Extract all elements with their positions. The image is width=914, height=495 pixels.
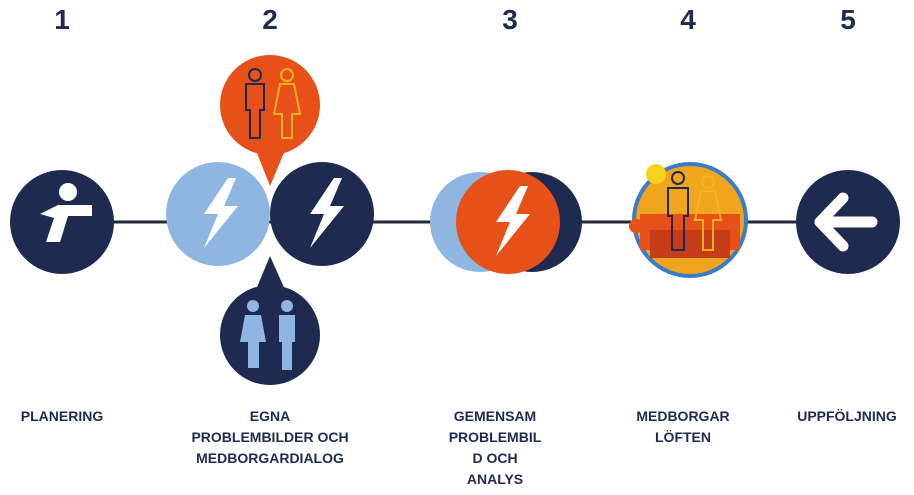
person-running-icon [40,183,92,242]
community-people-icon [629,164,740,258]
step-1-label: PLANERING [2,406,122,427]
step-5-number: 5 [840,4,856,35]
step-2-label-line: MEDBORGARDIALOG [196,450,344,466]
step-3-label: GEMENSAM PROBLEMBIL D OCH ANALYS [440,406,550,490]
step-3-label-line: GEMENSAM [453,408,537,424]
step-1-node [10,170,114,274]
lightning-icon [496,186,530,256]
lightning-icon [204,178,238,248]
step-3-node [430,170,582,274]
step-5-node [796,170,900,274]
step-4-label: MEDBORGAR LÖFTEN [628,406,738,448]
people-bubble-icon [245,68,302,139]
step-5-label-line: UPPFÖLJNING [797,408,897,424]
step-2-label: EGNA PROBLEMBILDER OCH MEDBORGARDIALOG [170,406,370,469]
people-bubble-bottom [220,256,320,385]
step-4-label-line: MEDBORGAR [636,408,730,424]
step-3-label-line: ANALYS [466,471,524,487]
step-1-number: 1 [54,4,70,35]
step-3-number: 3 [502,4,518,35]
step-2-number: 2 [262,4,278,35]
people-bubble-icon [240,300,295,370]
step-2-label-line: PROBLEMBILDER OCH [191,429,349,445]
arrow-left-icon [814,192,878,252]
lightning-icon [310,178,344,248]
step-3-label-line: D OCH [472,450,518,466]
step-4-number: 4 [680,4,696,35]
step-3-label-line: PROBLEMBIL [448,429,542,445]
step-4-label-line: LÖFTEN [655,429,711,445]
step-4-node [629,162,748,278]
people-bubble-top [220,55,320,186]
step-2-node [166,55,374,385]
step-5-label: UPPFÖLJNING [784,406,910,427]
step-2-label-line: EGNA [249,408,291,424]
step-1-label-line: PLANERING [20,408,104,424]
